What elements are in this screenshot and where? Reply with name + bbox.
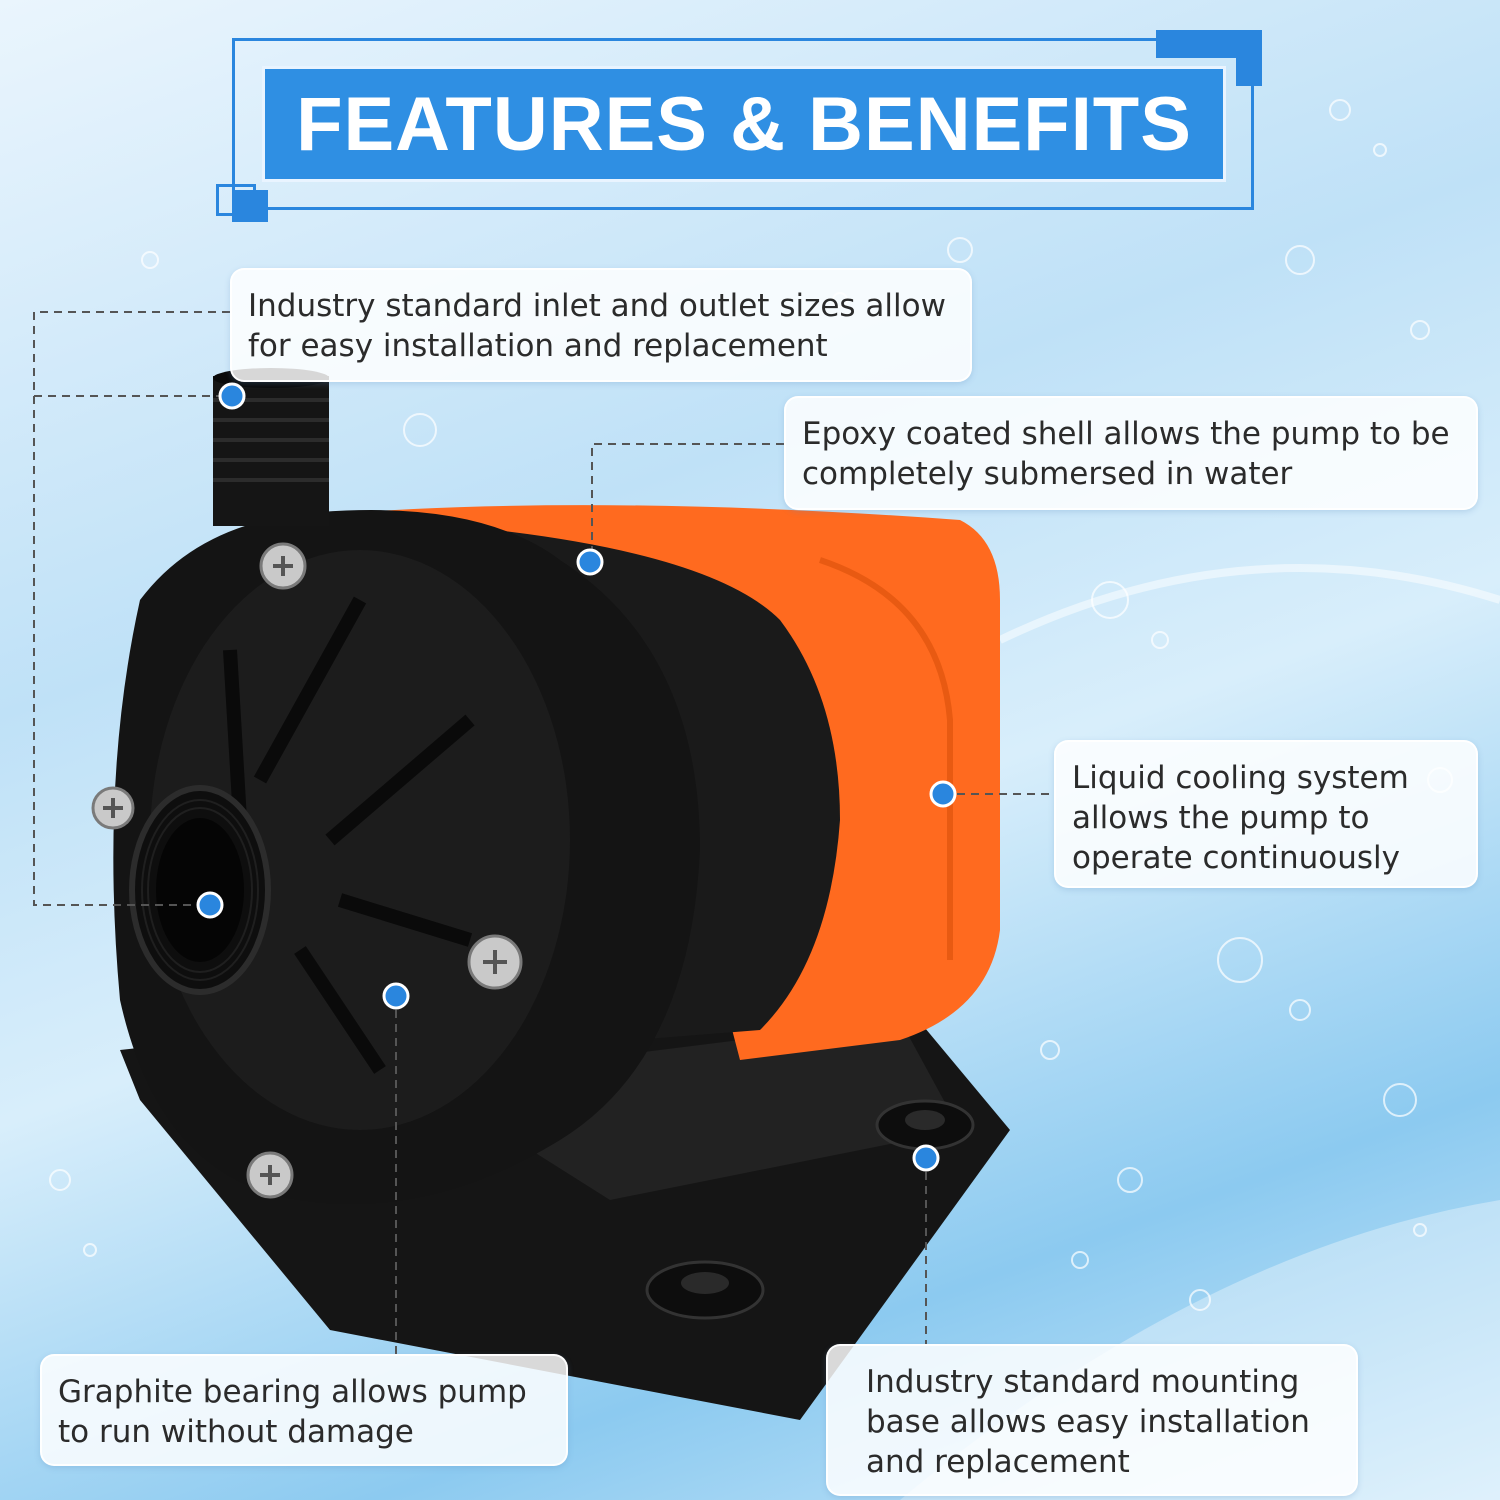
marker-cooling <box>929 780 957 808</box>
marker-shell <box>576 548 604 576</box>
header-frame <box>232 38 1254 210</box>
callout-line: for easy installation and replacement <box>248 328 828 364</box>
callout-line: and replacement <box>866 1444 1130 1480</box>
page-title: FEATURES & BENEFITS <box>296 81 1192 167</box>
header-corner-square-top-right <box>1236 30 1262 86</box>
housing-screws <box>91 542 523 1199</box>
callout-line: operate continuously <box>1072 840 1400 876</box>
callout-epoxy-shell: Epoxy coated shell allows the pump to be… <box>784 396 1478 510</box>
callout-liquid-cooling: Liquid cooling system allows the pump to… <box>1054 740 1478 888</box>
callout-line: Epoxy coated shell allows the pump to be <box>802 416 1450 452</box>
title-band: FEATURES & BENEFITS <box>262 66 1226 182</box>
callout-inlet-outlet: Industry standard inlet and outlet sizes… <box>230 268 972 382</box>
callout-line: to run without damage <box>58 1414 414 1450</box>
callout-line: base allows easy installation <box>866 1404 1310 1440</box>
callout-line: allows the pump to <box>1072 800 1370 836</box>
callout-line: Industry standard inlet and outlet sizes… <box>248 288 946 324</box>
callout-mounting-base: Industry standard mounting base allows e… <box>826 1344 1358 1496</box>
callout-line: Industry standard mounting <box>866 1364 1300 1400</box>
callout-line: completely submersed in water <box>802 456 1293 492</box>
marker-inlet <box>196 891 224 919</box>
header-corner-square-bottom <box>232 190 268 222</box>
callout-graphite-bearing: Graphite bearing allows pump to run with… <box>40 1354 568 1466</box>
marker-outlet <box>218 382 246 410</box>
callout-line: Graphite bearing allows pump <box>58 1374 527 1410</box>
marker-bearing <box>382 982 410 1010</box>
callout-line: Liquid cooling system <box>1072 760 1409 796</box>
marker-base <box>912 1144 940 1172</box>
